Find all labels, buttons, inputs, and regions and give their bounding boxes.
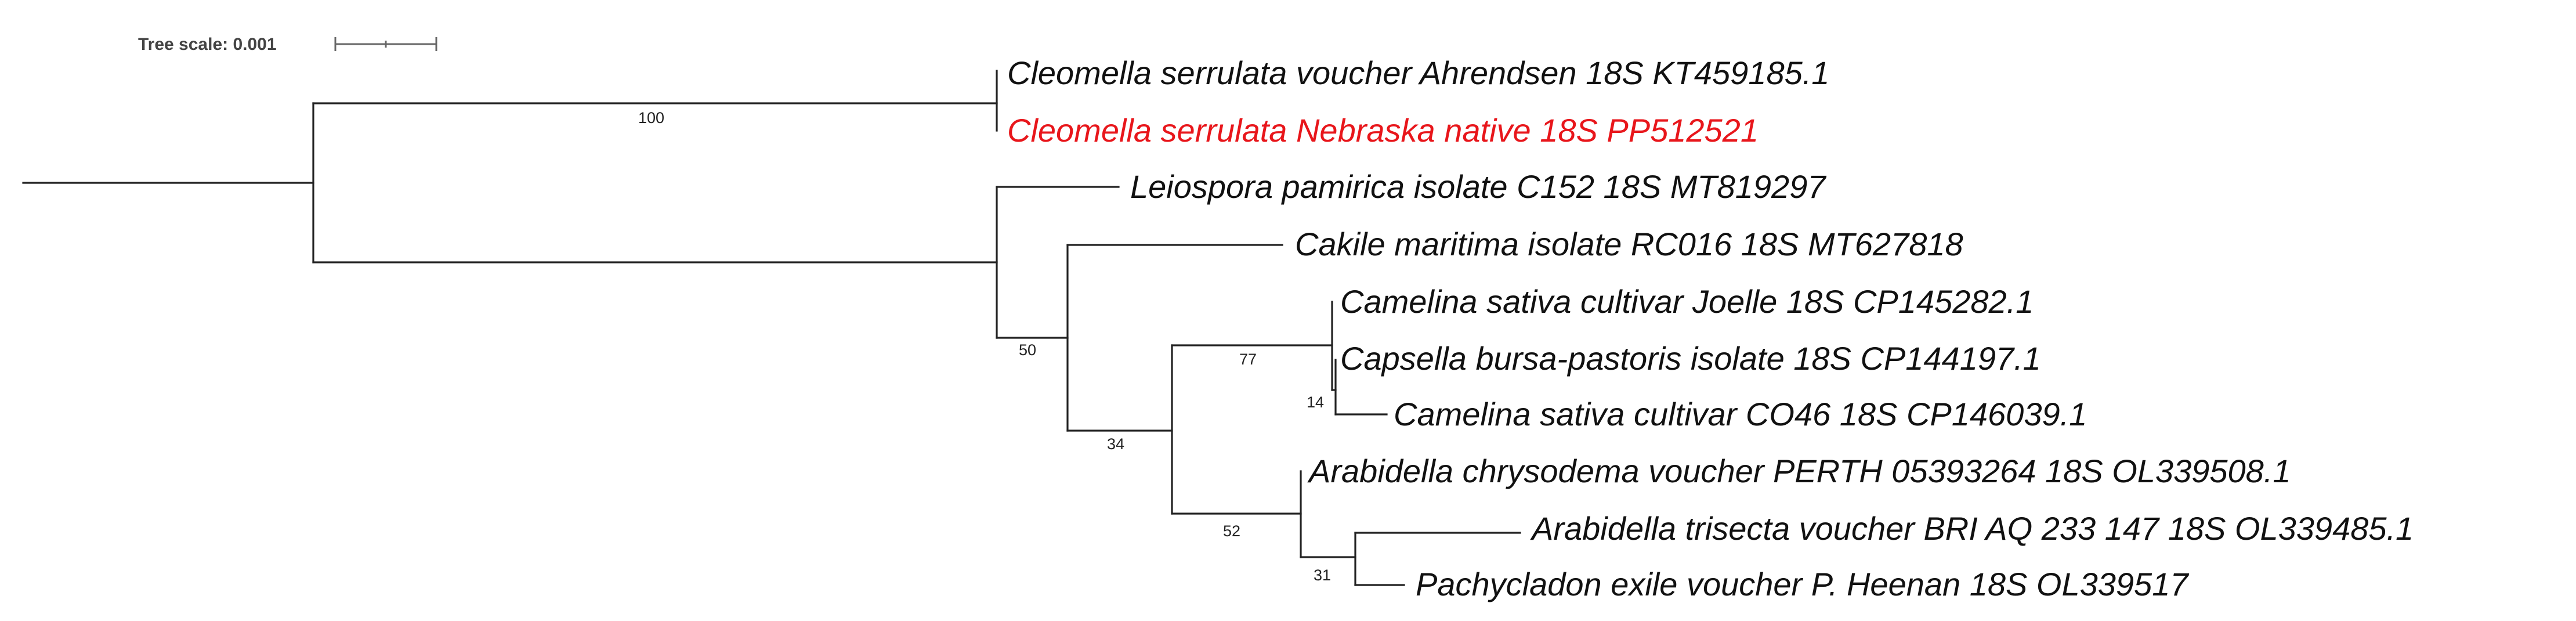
- support-value: 100: [638, 109, 664, 127]
- leaf-label: Cleomella serrulata voucher Ahrendsen 18…: [1007, 55, 1829, 91]
- tree-scale-title: Tree scale: 0.001: [138, 35, 277, 54]
- leaf-label: Arabidella trisecta voucher BRI AQ 233 1…: [1530, 510, 2414, 547]
- support-values: 100 50 34 77 14 52 31: [638, 109, 1331, 584]
- tree-scale: Tree scale: 0.001: [138, 35, 437, 54]
- support-value: 52: [1223, 522, 1240, 540]
- tree-branches: [22, 70, 1521, 586]
- leaf-label: Camelina sativa cultivar Joelle 18S CP14…: [1340, 283, 2034, 320]
- leaf-label: Cleomella serrulata Nebraska native 18S …: [1007, 112, 1759, 149]
- support-value: 14: [1307, 393, 1324, 411]
- support-value: 31: [1314, 566, 1331, 584]
- support-value: 34: [1107, 435, 1124, 453]
- leaf-label: Cakile maritima isolate RC016 18S MT6278…: [1295, 226, 1963, 262]
- support-value: 50: [1019, 341, 1036, 359]
- leaf-label: Pachycladon exile voucher P. Heenan 18S …: [1416, 566, 2189, 602]
- support-value: 77: [1239, 351, 1257, 368]
- leaf-label: Capsella bursa-pastoris isolate 18S CP14…: [1340, 340, 2041, 377]
- leaf-labels: Cleomella serrulata voucher Ahrendsen 18…: [1007, 55, 2414, 602]
- leaf-label: Arabidella chrysodema voucher PERTH 0539…: [1307, 453, 2291, 489]
- leaf-label: Leiospora pamirica isolate C152 18S MT81…: [1130, 168, 1826, 205]
- leaf-label: Camelina sativa cultivar CO46 18S CP1460…: [1394, 396, 2087, 432]
